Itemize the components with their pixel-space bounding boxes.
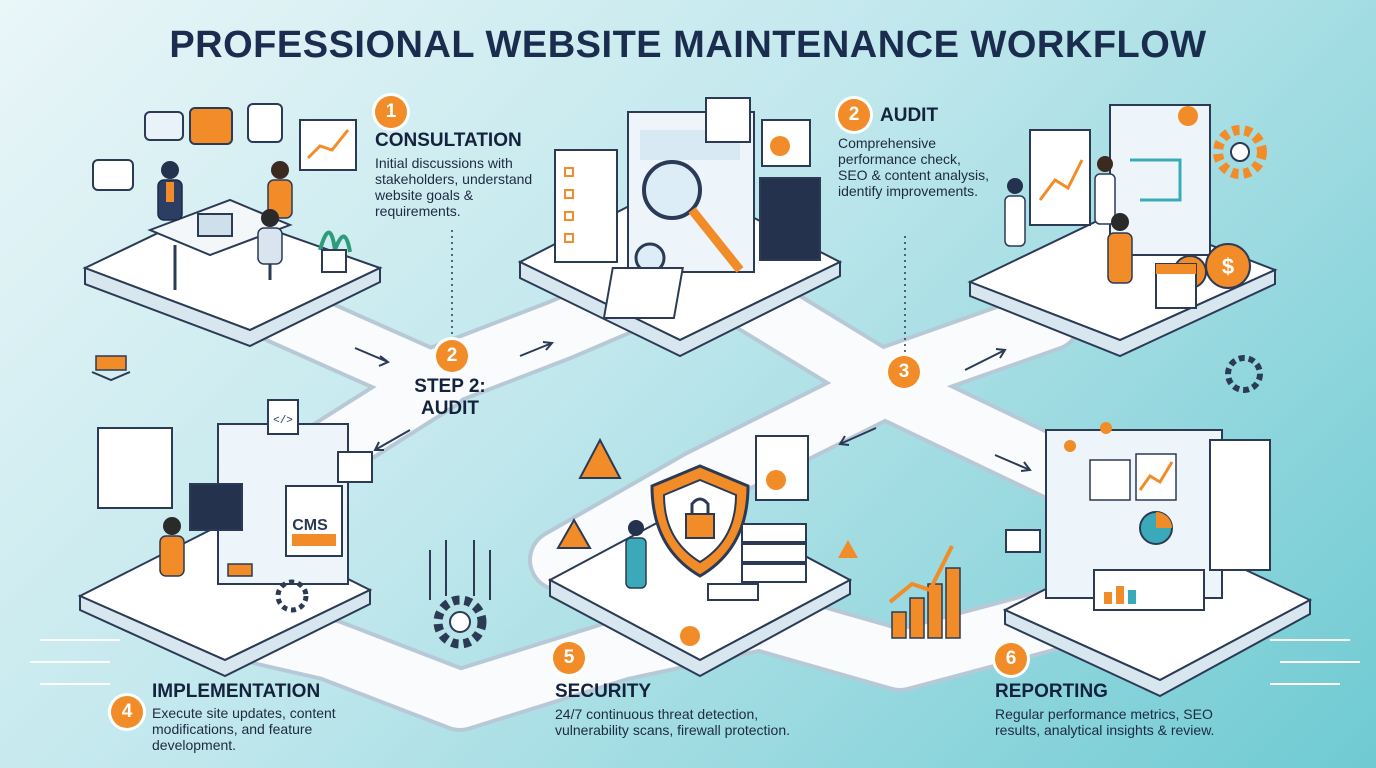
chat-bubble-icon [92, 103, 283, 191]
desc-line: Initial discussions with [375, 155, 513, 171]
road-label-line1: STEP 2: [414, 376, 486, 397]
step-6-description: Regular performance metrics, SEO results… [995, 706, 1214, 738]
desc-line: performance check, [838, 151, 961, 167]
road-badge-3: 3 [888, 356, 920, 388]
consultation-platform [82, 103, 383, 348]
desc-line: Regular performance metrics, SEO [995, 706, 1213, 722]
step-2-description: Comprehensive performance check, SEO & c… [838, 135, 989, 199]
server-icon [707, 523, 807, 601]
bar-chart-icon [299, 119, 357, 171]
reporting-platform [1002, 429, 1313, 698]
road-label: STEP 2: AUDIT [400, 376, 500, 420]
desc-line: SEO & content analysis, [838, 167, 989, 183]
desc-line: 24/7 continuous threat detection, [555, 706, 759, 722]
desc-line: identify improvements. [838, 183, 979, 199]
desc-line: vulnerability scans, firewall protection… [555, 722, 790, 738]
step-6-badge: 6 [995, 643, 1027, 675]
implementation-platform [77, 399, 373, 678]
step-6-title: REPORTING [995, 681, 1108, 702]
svg-text:$: $ [1222, 254, 1234, 279]
desc-line: stakeholders, understand [375, 171, 533, 187]
audit-platform [517, 97, 843, 358]
step-4-description: Execute site updates, content modificati… [152, 705, 336, 753]
road-badge-2: 2 [436, 340, 468, 372]
calendar-icon [1155, 263, 1197, 309]
growth-chart-icon [888, 545, 961, 639]
gear-icon [1213, 125, 1267, 179]
desc-line: development. [152, 737, 237, 753]
desc-line: results, analytical insights & review. [995, 722, 1215, 738]
decorative-icons [30, 355, 1360, 685]
step-2-badge: 2 [838, 99, 870, 131]
step-5-title: SECURITY [555, 681, 652, 702]
road-label-line2: AUDIT [420, 398, 480, 419]
cms-label: CMS [292, 517, 328, 534]
step-2-title: AUDIT [880, 105, 939, 126]
warning-icon [556, 437, 858, 558]
desc-line: requirements. [375, 203, 461, 219]
desc-line: Comprehensive [838, 135, 937, 151]
desc-line: modifications, and feature [152, 721, 313, 737]
code-tag-label: </> [273, 415, 293, 427]
planning-platform: $ [967, 104, 1278, 358]
desc-line: website goals & [375, 187, 474, 203]
step-4-badge: 4 [111, 696, 143, 728]
page-title: PROFESSIONAL WEBSITE MAINTENANCE WORKFLO… [169, 24, 1207, 66]
dotted-connectors [451, 230, 906, 352]
gear-icon [429, 540, 491, 649]
step-1-badge: 1 [375, 96, 407, 128]
step-5-badge: 5 [553, 642, 585, 674]
step-1-title: CONSULTATION [375, 130, 522, 151]
step-4-title: IMPLEMENTATION [152, 681, 321, 702]
shield-lock-icon [650, 464, 750, 578]
step-1-description: Initial discussions with stakeholders, u… [375, 155, 532, 219]
magnifier-icon [634, 160, 744, 274]
security-platform [547, 435, 858, 678]
road-arrows [354, 341, 1032, 472]
step-5-description: 24/7 continuous threat detection, vulner… [555, 706, 790, 738]
desc-line: Execute site updates, content [152, 705, 336, 721]
